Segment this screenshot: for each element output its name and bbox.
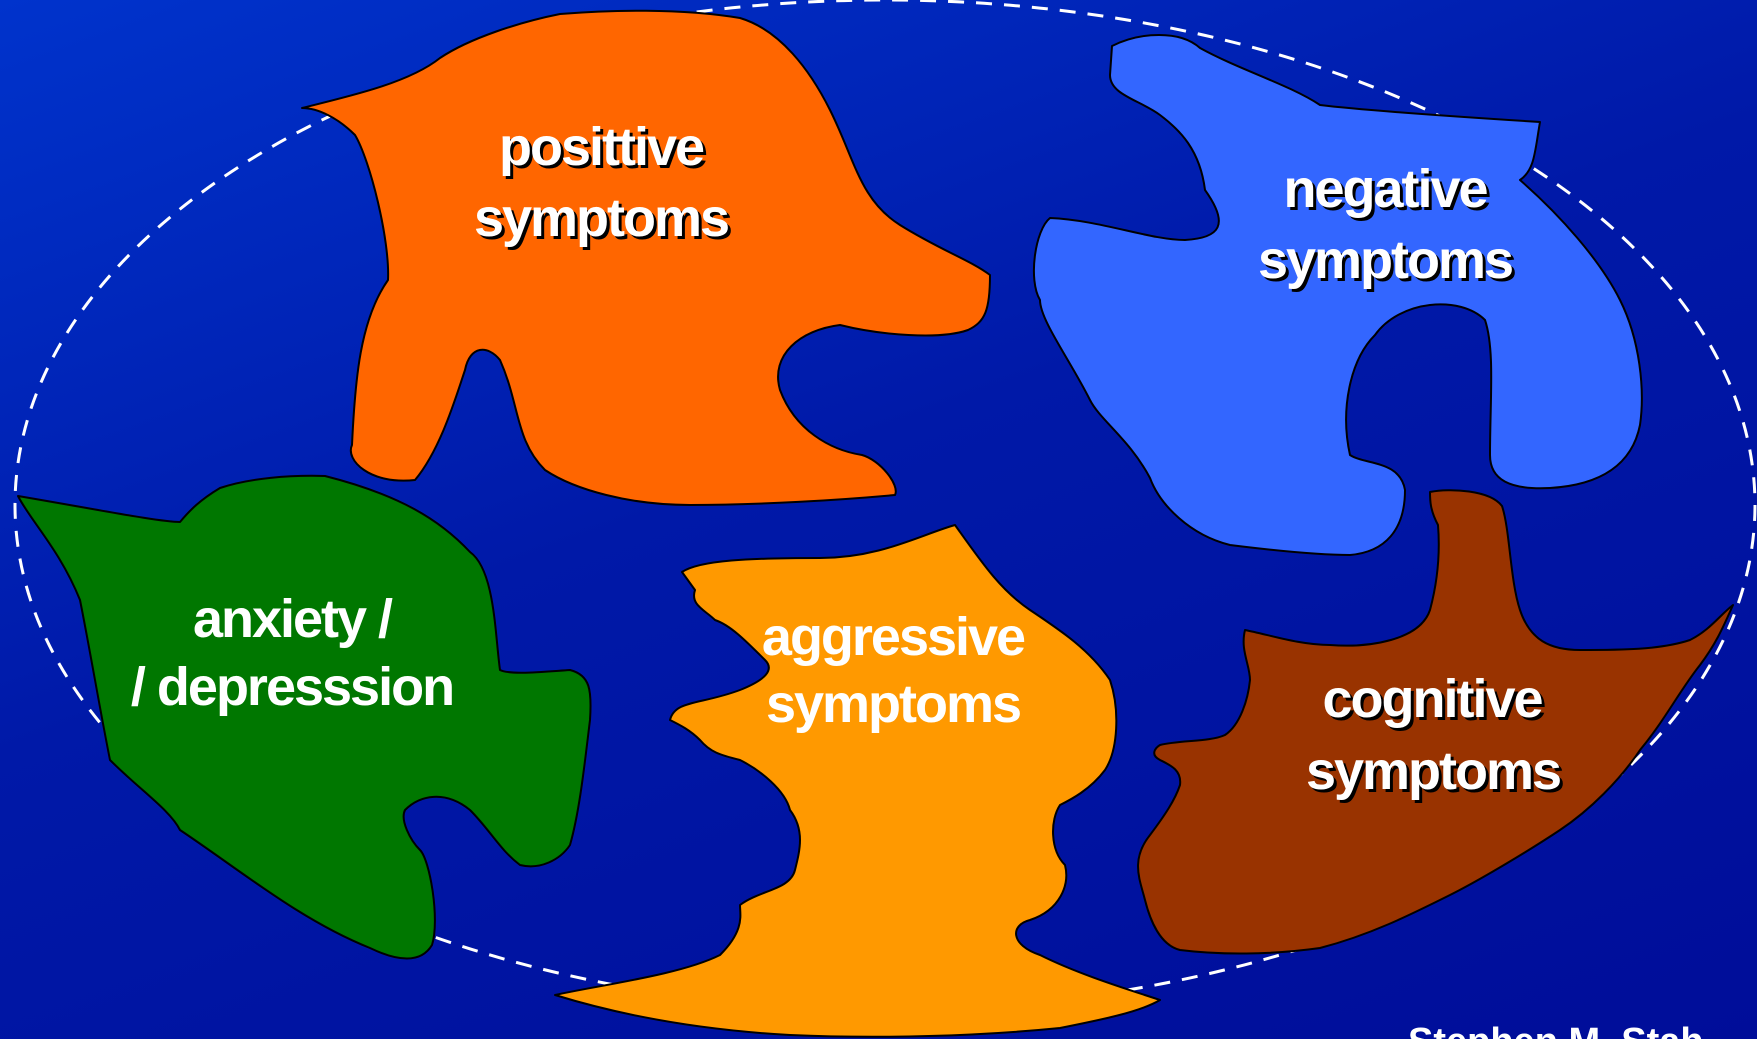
anxiety-label-line2: / depresssion [131, 657, 453, 717]
svg-text:symptoms: symptoms [766, 674, 1020, 734]
negative-label-line1: negative [1283, 159, 1487, 219]
svg-text:symptoms: symptoms [1306, 741, 1560, 801]
svg-text:cognitive: cognitive [1322, 669, 1542, 729]
anxiety-label-line1: anxiety / [193, 589, 393, 649]
svg-text:anxiety /: anxiety / [193, 589, 393, 649]
svg-text:/ depresssion: / depresssion [131, 657, 453, 717]
cognitive-label-line2: symptoms [1306, 741, 1560, 801]
negative-label-line2: symptoms [1258, 230, 1512, 290]
aggressive-symptoms-piece [555, 525, 1160, 1037]
negative-symptoms-piece [1034, 35, 1642, 555]
anxiety-depression-piece [18, 476, 591, 959]
positive-symptoms-piece [302, 11, 990, 505]
cognitive-label-line1: cognitive [1322, 669, 1542, 729]
svg-text:symptoms: symptoms [474, 188, 728, 248]
svg-text:posittive: posittive [499, 117, 704, 177]
aggressive-label-line2: symptoms [766, 674, 1020, 734]
svg-text:aggressive: aggressive [762, 607, 1025, 667]
positive-label-line1: posittive [499, 117, 704, 177]
svg-text:Stephen M. Stah: Stephen M. Stah [1408, 1021, 1704, 1039]
author-credit: Stephen M. Stah [1408, 1021, 1704, 1039]
positive-label-line2: symptoms [474, 188, 728, 248]
aggressive-label-line1: aggressive [762, 607, 1025, 667]
svg-text:symptoms: symptoms [1258, 230, 1512, 290]
svg-text:negative: negative [1283, 159, 1487, 219]
